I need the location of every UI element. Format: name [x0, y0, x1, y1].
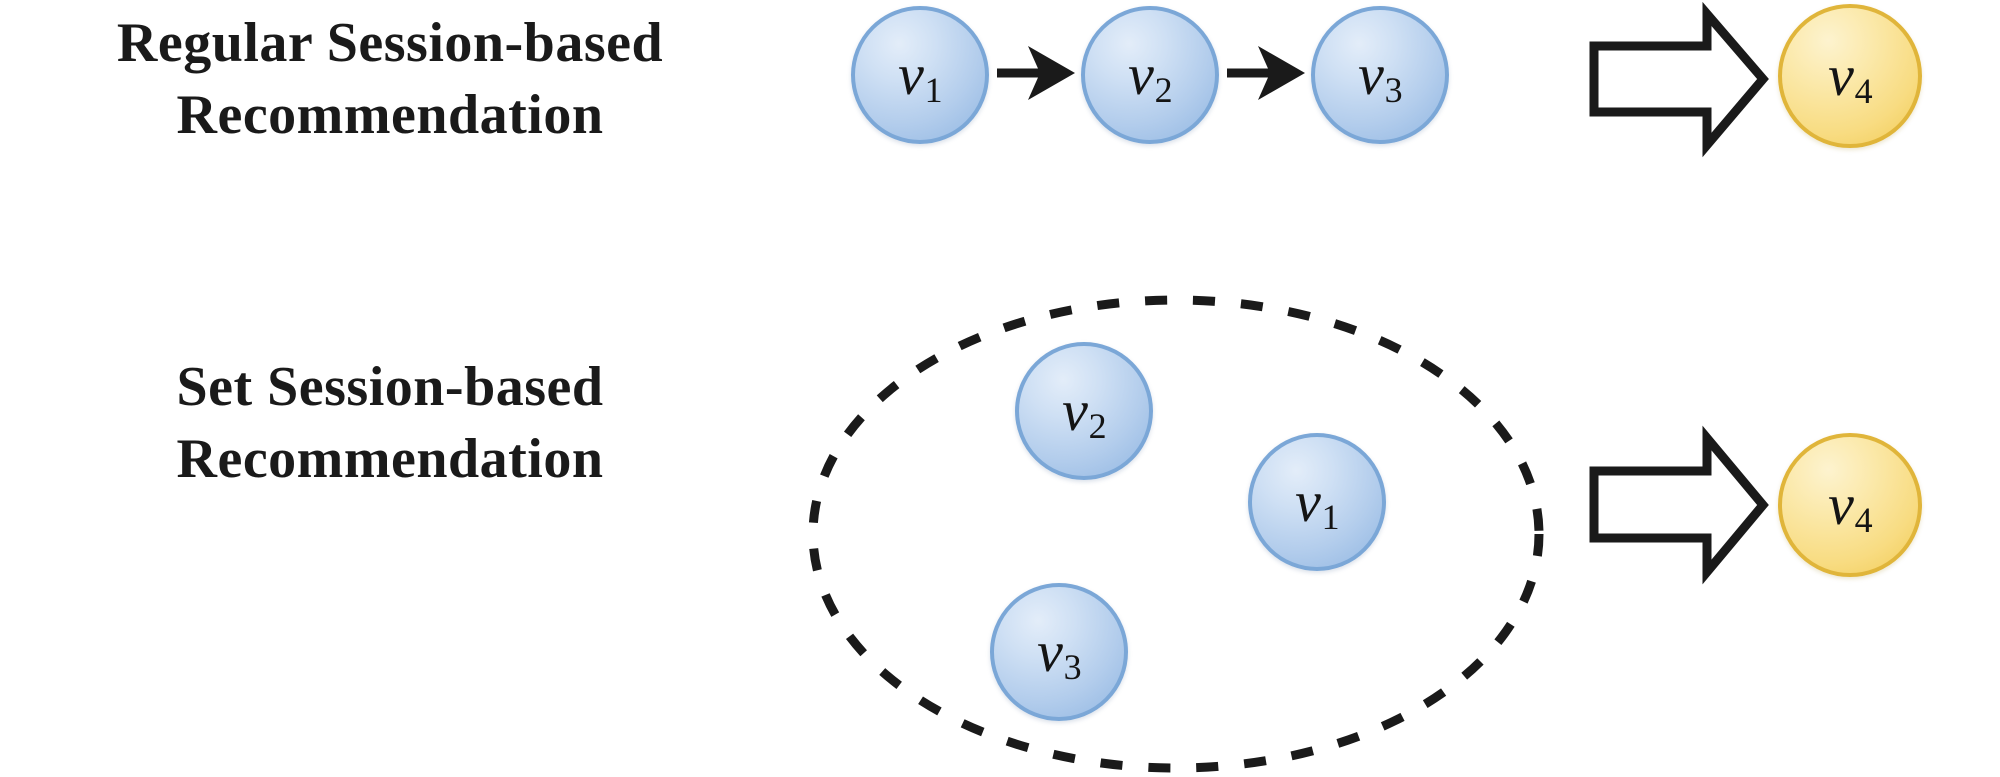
node-label-v3: v3 — [1037, 619, 1082, 687]
node-label-v2: v2 — [1128, 42, 1173, 110]
node-regular-v1: v1 — [851, 6, 989, 144]
block-arrow-regular — [1589, 1, 1769, 158]
node-label-v1: v1 — [1295, 469, 1340, 537]
arrow-v2-to-v3 — [1227, 46, 1305, 100]
node-label-v3: v3 — [1358, 42, 1403, 110]
set-session-label: Set Session-based Recommendation — [176, 356, 604, 490]
regular-session-label: Regular Session-based Recommendation — [116, 12, 664, 146]
dashed-set-ellipse — [808, 295, 1544, 773]
set-node-v1: v1 — [1248, 433, 1386, 571]
node-label-v4: v4 — [1828, 43, 1873, 111]
arrow-v1-to-v2 — [997, 46, 1075, 100]
set-node-v2: v2 — [1015, 342, 1153, 480]
node-regular-result-v4: v4 — [1778, 4, 1922, 148]
set-result-node-v4: v4 — [1778, 433, 1922, 577]
set-node-v3: v3 — [990, 583, 1128, 721]
node-label-v1: v1 — [898, 42, 943, 110]
node-regular-v3: v3 — [1311, 6, 1449, 144]
node-label-v2: v2 — [1062, 378, 1107, 446]
block-arrow-set — [1589, 425, 1769, 585]
node-label-v4: v4 — [1828, 472, 1873, 540]
node-regular-v2: v2 — [1081, 6, 1219, 144]
